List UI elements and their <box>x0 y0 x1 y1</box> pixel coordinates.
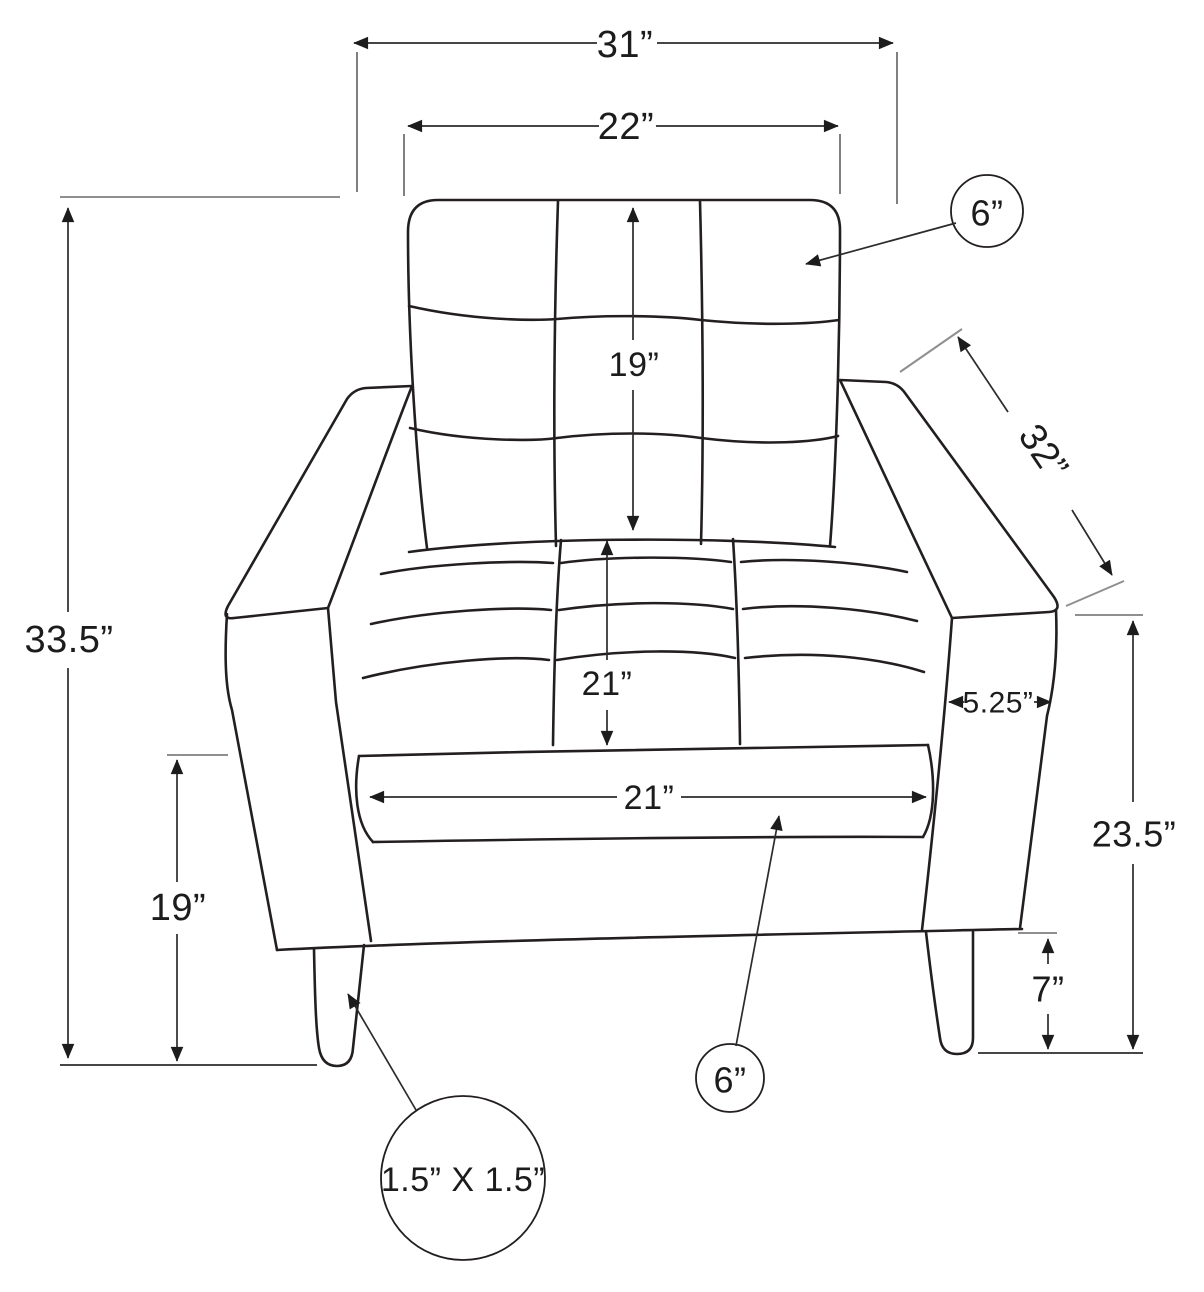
callout-leg-cross-section: 1.5” X 1.5” <box>347 993 546 1261</box>
seat-back-junction-line <box>407 538 837 554</box>
right-armrest-top <box>838 378 1059 620</box>
seat-front-left-cap <box>354 754 375 844</box>
callout-backrest-thickness-label: 6” <box>970 193 1003 234</box>
dim-seat-depth: 21” <box>578 540 636 746</box>
dim-backrest-width-label: 22” <box>598 106 654 148</box>
seat-front-right-cap <box>921 743 935 839</box>
dim-backrest-width: 22” <box>407 106 839 148</box>
datum-lines <box>60 52 1143 1066</box>
dim-arm-height: 23.5” <box>1088 620 1180 1050</box>
backrest-seam-vertical-left <box>552 199 560 548</box>
dim-seat-height: 19” <box>148 759 208 1062</box>
front-right-leg <box>924 930 975 1056</box>
left-arm-front-outer-edge <box>224 612 279 952</box>
backrest-seam-vertical-right <box>698 199 705 546</box>
left-arm-front-inner-edge <box>326 606 373 943</box>
left-armrest-top <box>224 384 414 620</box>
seat-front-bottom-edge <box>371 835 925 844</box>
backrest-seam-horizontal-lower <box>408 426 840 444</box>
dim-overall-width: 31” <box>353 24 894 66</box>
callout-seat-base-thickness-label: 6” <box>713 1060 746 1101</box>
dim-overall-height: 33.5” <box>24 207 116 1059</box>
right-arm-front-inner-edge <box>920 616 954 932</box>
dim-seat-height-label: 19” <box>150 887 206 929</box>
dim-backrest-height: 19” <box>604 207 664 531</box>
dim-leg-height: 7” <box>1028 938 1068 1050</box>
base-bottom-edge <box>275 927 1024 952</box>
dim-arm-diagonal: 32” <box>957 336 1113 576</box>
dim-overall-height-label: 33.5” <box>24 619 113 661</box>
arm-diagonal-tick-lower <box>1065 580 1125 607</box>
seat-seam-vertical-right <box>731 537 742 746</box>
dim-seat-depth-label: 21” <box>582 665 633 703</box>
callout-seat-base-thickness: 6” <box>695 815 783 1113</box>
backrest-outline <box>406 198 842 550</box>
seat-tuft-row-3 <box>361 650 926 680</box>
dim-seat-width-label: 21” <box>624 779 675 817</box>
seat-tuft-row-2 <box>369 601 919 626</box>
seat-tuft-row-1 <box>379 556 909 576</box>
dim-arm-top-width: 5.25” <box>948 687 1052 720</box>
dim-arm-diagonal-label: 32” <box>1010 417 1076 487</box>
dim-backrest-height-label: 19” <box>609 346 660 384</box>
dim-seat-width: 21” <box>369 779 927 817</box>
seat-seam-vertical-left <box>551 538 563 747</box>
seat-front-top-edge <box>357 743 930 758</box>
dim-arm-height-label: 23.5” <box>1092 814 1177 855</box>
callout-leg-cross-section-label: 1.5” X 1.5” <box>381 1161 545 1199</box>
arm-diagonal-tick-upper <box>899 328 963 373</box>
backrest-seam-horizontal-upper <box>407 304 841 326</box>
callout-backrest-thickness: 6” <box>805 174 1024 267</box>
right-arm-front-outer-edge <box>1018 608 1058 930</box>
dim-arm-top-width-label: 5.25” <box>963 687 1034 720</box>
dim-leg-height-label: 7” <box>1031 969 1064 1010</box>
front-left-leg <box>312 943 366 1068</box>
dim-overall-width-label: 31” <box>597 24 653 66</box>
armchair-outline <box>224 198 1059 1068</box>
